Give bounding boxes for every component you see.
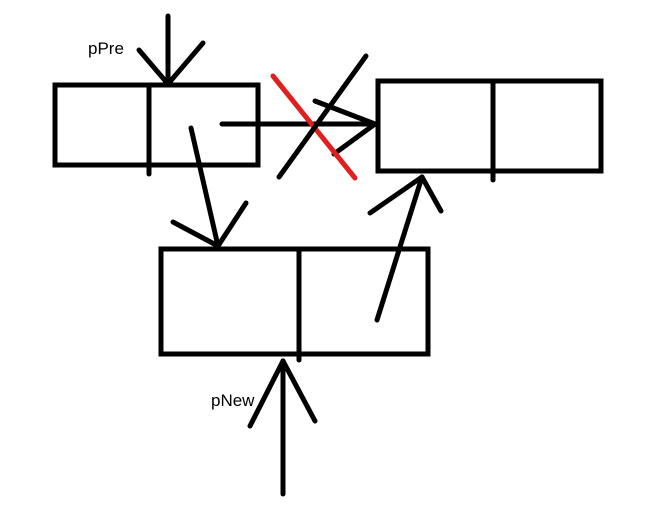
new-link-arrow-pre-to-new <box>170 125 249 249</box>
node-ppre <box>52 82 261 177</box>
old-link-strikethrough <box>270 53 369 181</box>
strike-black-line <box>276 53 369 180</box>
old-link-arrow <box>219 98 378 157</box>
ppre-pointer-arrow <box>136 13 206 87</box>
node-pnew-box <box>158 246 431 357</box>
pnew-pointer-arrow <box>247 358 318 497</box>
node-next <box>375 78 604 183</box>
node-next-box <box>375 78 604 174</box>
ppre-label: pPre <box>88 39 124 58</box>
node-pnew <box>158 246 431 363</box>
pnew-label: pNew <box>211 391 255 410</box>
new-link-arrow-new-to-next <box>367 174 444 323</box>
